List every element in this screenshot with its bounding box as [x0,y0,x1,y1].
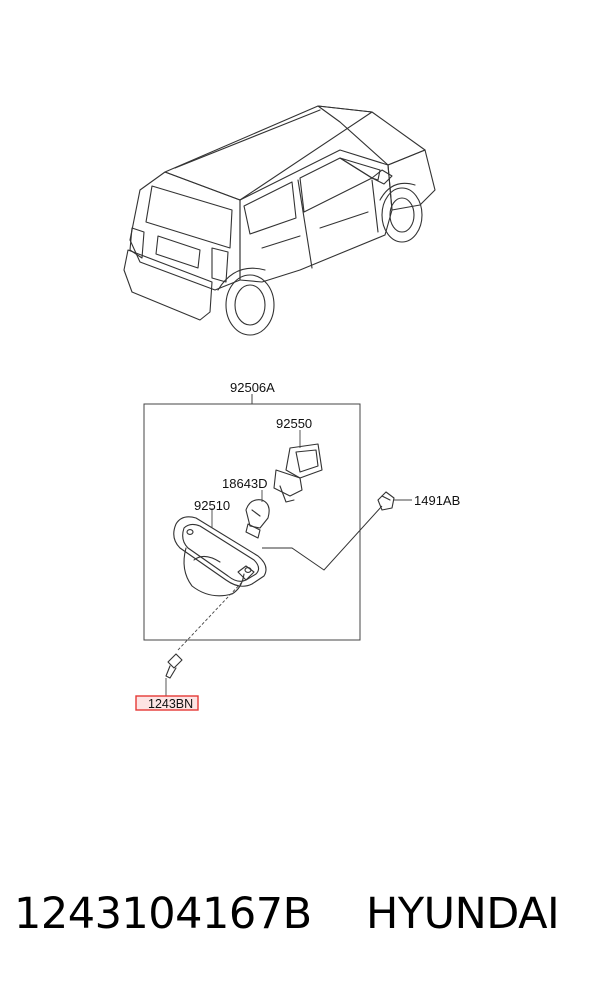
screw-part [165,653,183,679]
screw-highlight-box [135,695,199,711]
assembly-frame [143,403,361,641]
assembly-label: 92506A [230,380,275,395]
lens-housing-part [173,516,267,597]
lens-label: 92510 [194,498,230,513]
screw-label: 1243BN [148,697,193,711]
socket-label: 92550 [276,416,312,431]
part-number-text: 1243104167B [14,889,312,939]
brand-text: HYUNDAI [366,889,560,939]
bulb-label: 18643D [222,476,268,491]
screw-dashed-line [177,579,245,651]
grommet-label: 1491AB [414,493,460,508]
bulb-part [245,499,270,539]
wire-harness [262,505,383,571]
socket-part [273,443,323,503]
grommet-part [377,491,395,511]
car-illustration [123,105,436,336]
